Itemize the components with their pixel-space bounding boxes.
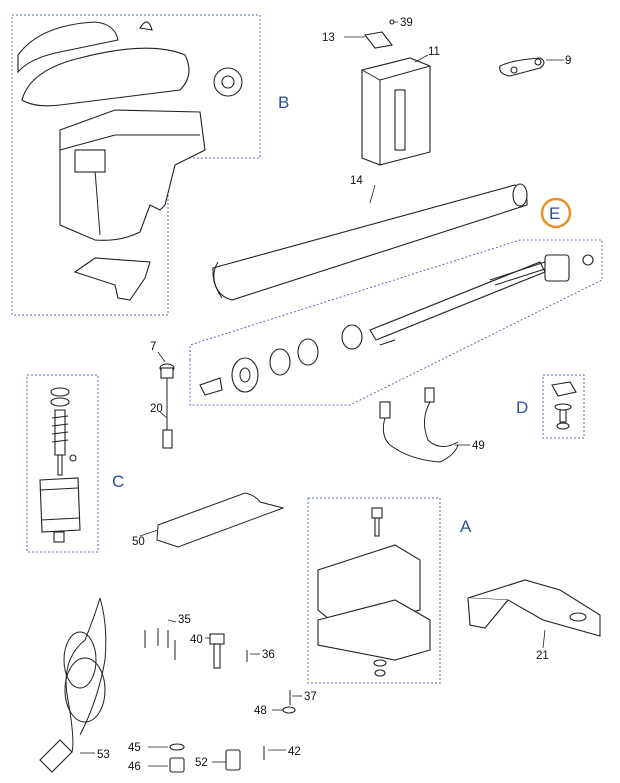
part-number-13: 13 (322, 32, 335, 44)
gasket: 50 (132, 492, 285, 548)
outer-tube: 14 (212, 175, 528, 301)
part-number-36: 36 (262, 649, 275, 661)
part-number-53: 53 (97, 749, 110, 761)
power-cable: 53 (39, 597, 110, 773)
small-screw-washer: 37 48 (254, 690, 317, 717)
part-number-48: 48 (254, 705, 267, 717)
rod-assembly: 7 20 (150, 341, 175, 449)
angle-bracket: 21 (467, 579, 601, 662)
group-b-housing: B (11, 14, 289, 316)
group-c-motor: C (26, 374, 124, 553)
part-number-39: 39 (400, 17, 413, 29)
group-e-marker: E (540, 197, 572, 229)
part-number-42: 42 (288, 746, 301, 758)
drive-train-group (189, 239, 603, 406)
part-number-21: 21 (536, 650, 549, 662)
group-a-label: A (460, 517, 472, 536)
part-number-46: 46 (128, 761, 141, 773)
part-number-35: 35 (178, 614, 191, 626)
group-d-fastener: D (516, 374, 585, 439)
battery-and-brackets: 13 39 11 9 (322, 17, 571, 166)
part-number-11: 11 (428, 46, 440, 58)
part-number-9: 9 (565, 55, 571, 67)
screw-set: 35 40 36 (144, 614, 275, 669)
part-number-45: 45 (128, 742, 141, 754)
part-number-50: 50 (132, 536, 145, 548)
part-number-52: 52 (195, 757, 208, 769)
part-number-14: 14 (350, 175, 363, 187)
wiring-harness: 49 (379, 387, 485, 463)
group-c-label: C (112, 472, 124, 491)
group-d-label: D (516, 398, 528, 417)
part-number-49: 49 (472, 440, 485, 452)
part-number-37: 37 (304, 691, 317, 703)
group-a-bracket: A (307, 497, 472, 684)
part-number-7: 7 (150, 341, 156, 353)
group-e-label: E (549, 204, 560, 223)
part-number-20: 20 (150, 403, 163, 415)
bottom-fasteners: 45 46 52 42 (128, 742, 301, 773)
group-b-label: B (278, 93, 289, 112)
part-number-40: 40 (190, 634, 203, 646)
